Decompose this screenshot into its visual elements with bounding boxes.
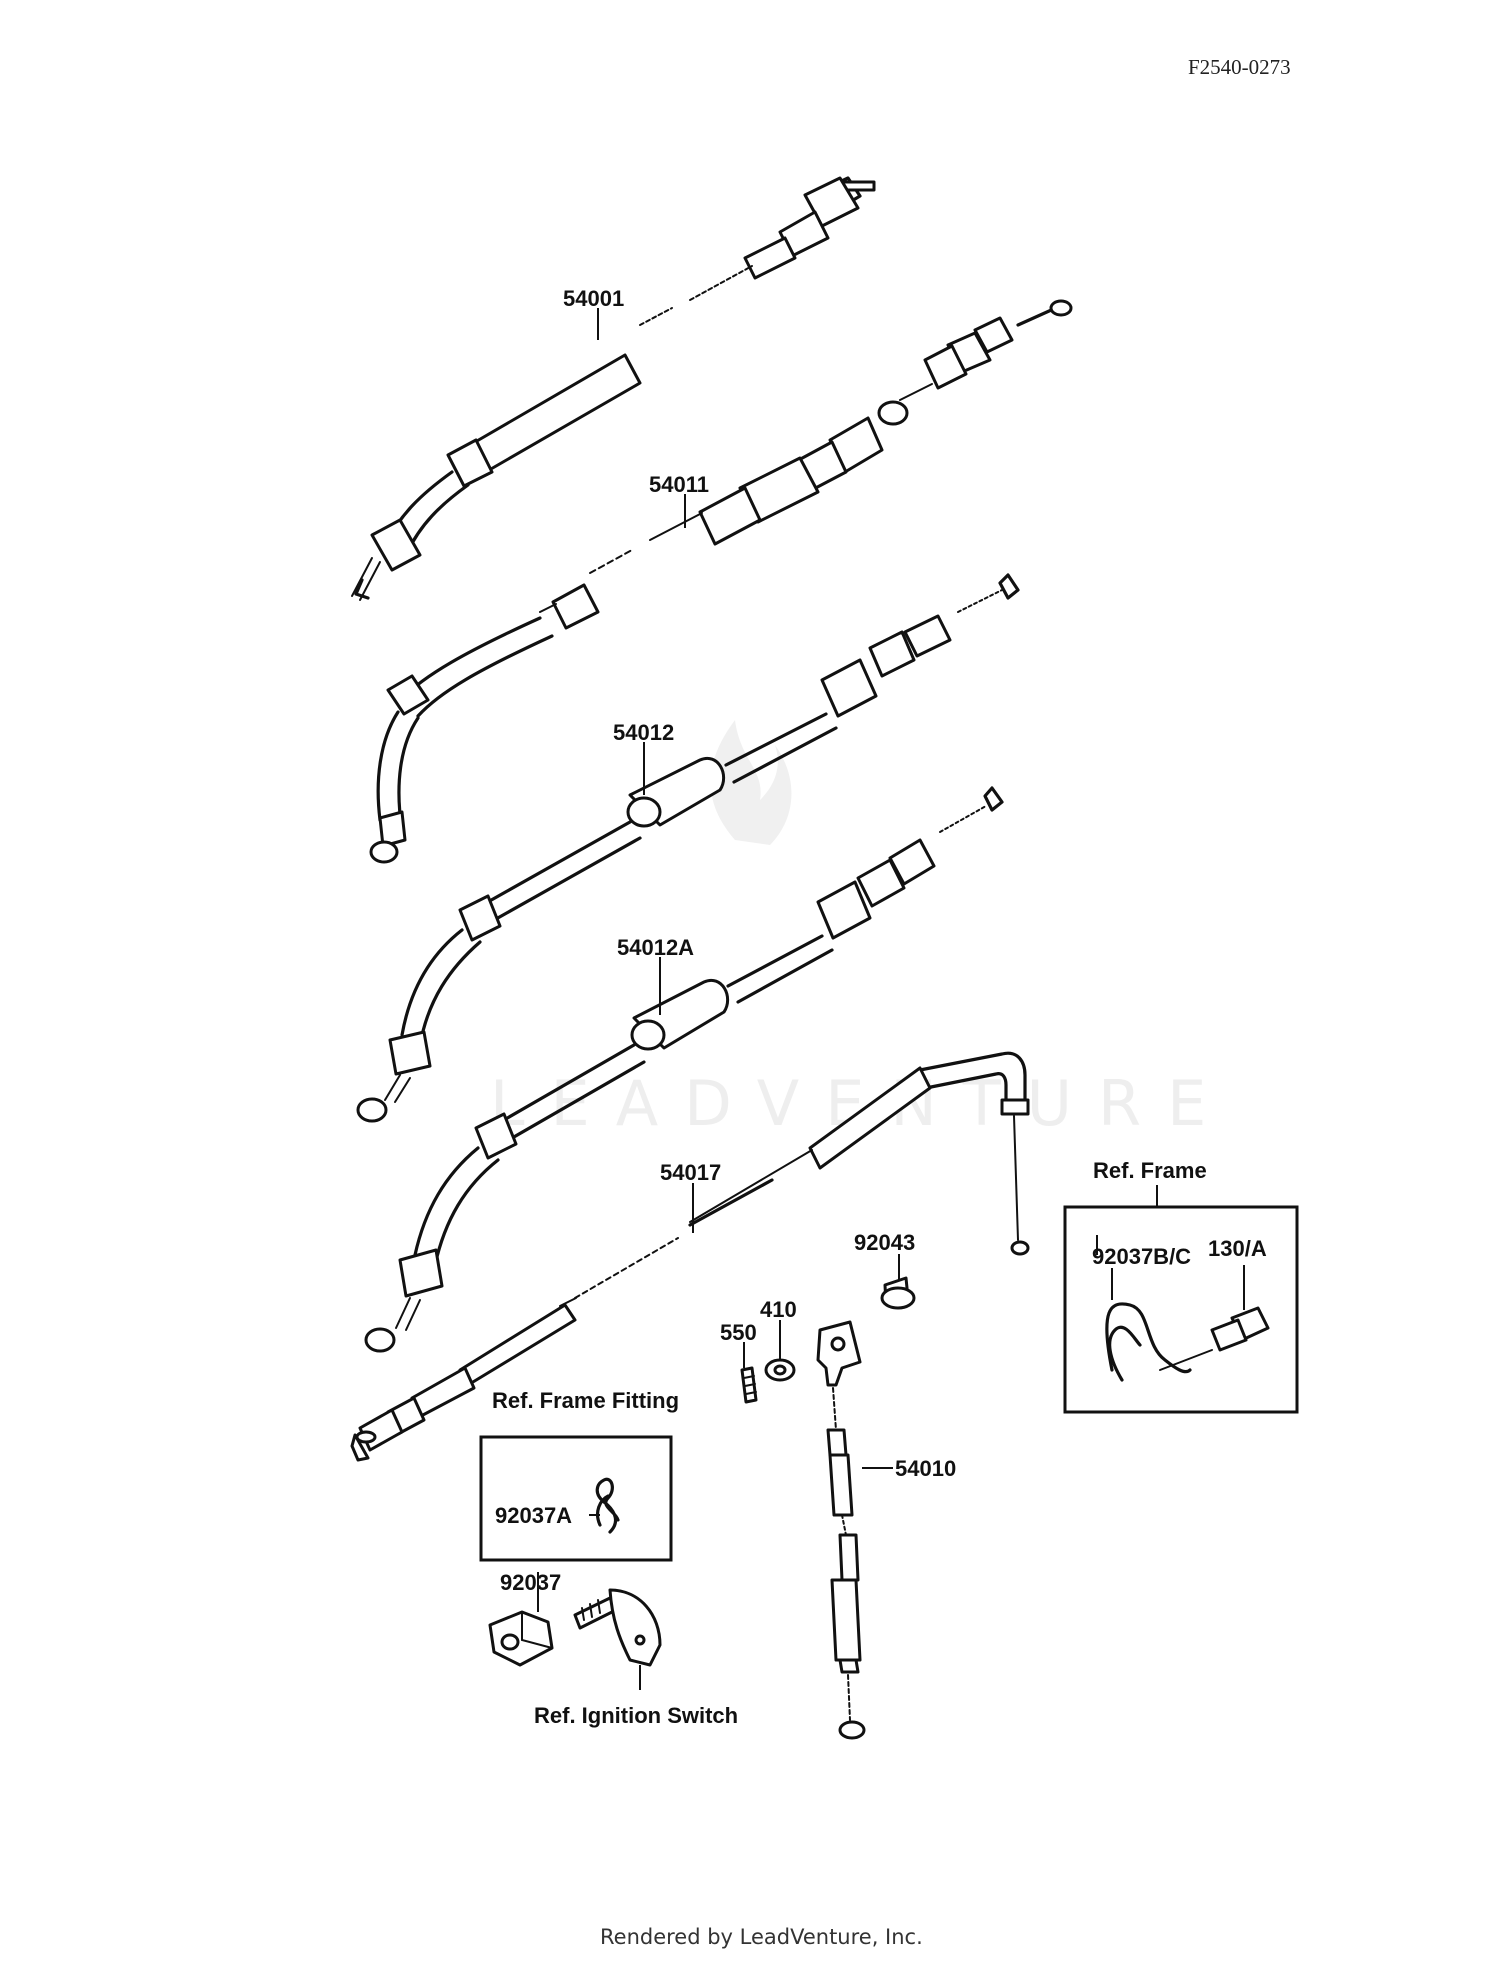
cable-54012A-nut xyxy=(816,880,872,940)
part-92037A-clip xyxy=(595,1477,620,1534)
ref-frame-fitting-label: Ref. Frame Fitting xyxy=(492,1388,679,1413)
ref-ignition-switch-label: Ref. Ignition Switch xyxy=(534,1703,738,1728)
cable-54010 xyxy=(816,1320,866,1740)
label-54017: 54017 xyxy=(660,1160,721,1185)
footer-credit: Rendered by LeadVenture, Inc. xyxy=(600,1925,923,1949)
cable-54001-sleeve xyxy=(468,353,642,475)
label-410: 410 xyxy=(760,1297,797,1322)
cable-54010-bracket xyxy=(816,1320,862,1387)
label-54011: 54011 xyxy=(649,472,709,497)
watermark-flame-icon xyxy=(710,720,792,845)
label-550: 550 xyxy=(720,1320,757,1345)
ref-frame-box xyxy=(1063,1205,1299,1414)
cable-54011 xyxy=(369,299,1073,864)
label-54001: 54001 xyxy=(563,286,624,311)
label-92037A: 92037A xyxy=(495,1503,572,1528)
part-130A-bolt xyxy=(1210,1306,1270,1352)
ref-frame-fitting-box xyxy=(479,1435,673,1562)
cable-54012 xyxy=(356,573,1020,1123)
ref-frame-label: Ref. Frame xyxy=(1093,1158,1207,1183)
label-54012: 54012 xyxy=(613,720,674,745)
part-92037BC-clip xyxy=(1105,1302,1213,1382)
cable-54011-end xyxy=(369,840,399,864)
cable-54012-spring xyxy=(903,614,952,658)
cable-54017 xyxy=(350,1051,1030,1462)
label-92043: 92043 xyxy=(854,1230,915,1255)
part-410-washer xyxy=(764,1358,796,1382)
part-550-pin xyxy=(740,1366,758,1404)
label-54012A: 54012A xyxy=(617,935,694,960)
cable-54017-knob xyxy=(355,1430,377,1444)
document-code: F2540-0273 xyxy=(1188,55,1291,79)
cable-54017-sleeve xyxy=(808,1066,932,1170)
part-92037-clamp xyxy=(488,1610,554,1667)
ignition-switch-bracket xyxy=(573,1588,662,1667)
cable-54001-nut-bottom xyxy=(370,518,422,572)
cable-54001 xyxy=(351,176,876,601)
part-92043-grommet xyxy=(880,1276,916,1310)
label-130A: 130/A xyxy=(1208,1236,1267,1261)
cable-54012A xyxy=(364,786,1004,1353)
label-92037BC: 92037B/C xyxy=(1092,1244,1191,1269)
label-54010: 54010 xyxy=(895,1456,956,1481)
leader-lines xyxy=(537,308,1245,1690)
watermark: LEADVENTURE xyxy=(490,720,1206,1140)
reference-labels: Ref. Frame Ref. Frame Fitting Ref. Ignit… xyxy=(492,1158,1207,1728)
label-92037: 92037 xyxy=(500,1570,561,1595)
cable-54012-end-nut xyxy=(388,1030,432,1076)
cable-54010-upper-sleeve xyxy=(828,1453,854,1517)
cable-54012-nut xyxy=(820,658,878,718)
part-labels: 54001 54011 54012 54012A 54017 92043 410… xyxy=(495,286,1267,1595)
cable-54011-spring xyxy=(923,344,968,390)
cable-54010-lower-sleeve xyxy=(830,1578,862,1662)
cable-54012A-end-nut xyxy=(398,1248,444,1298)
